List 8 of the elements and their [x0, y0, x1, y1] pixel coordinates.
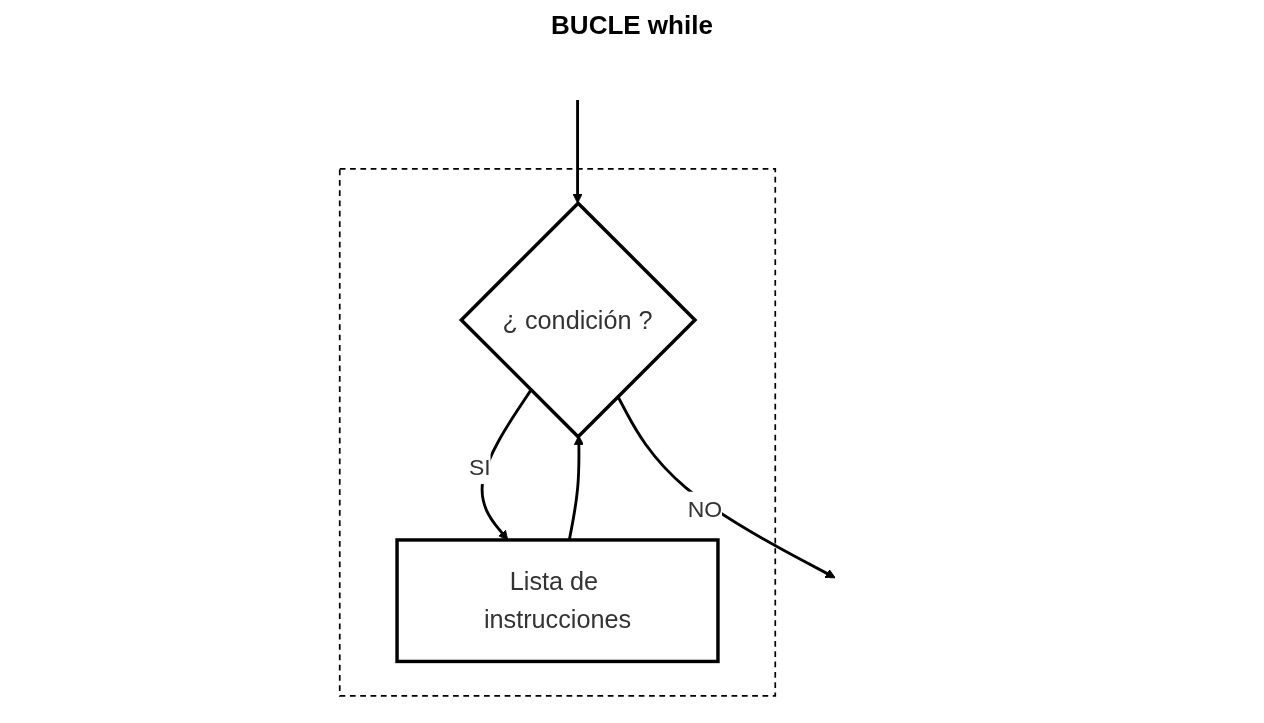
node-diamond: ¿ condición ?	[458, 200, 698, 440]
node-box: Lista de instrucciones	[395, 538, 720, 664]
arrow	[572, 100, 583, 204]
arrow	[616, 395, 836, 579]
edge-label: SI	[468, 454, 491, 480]
diagram-title: BUCLE while	[550, 10, 714, 41]
cluster	[338, 167, 777, 697]
edge-label: NO	[687, 496, 723, 522]
